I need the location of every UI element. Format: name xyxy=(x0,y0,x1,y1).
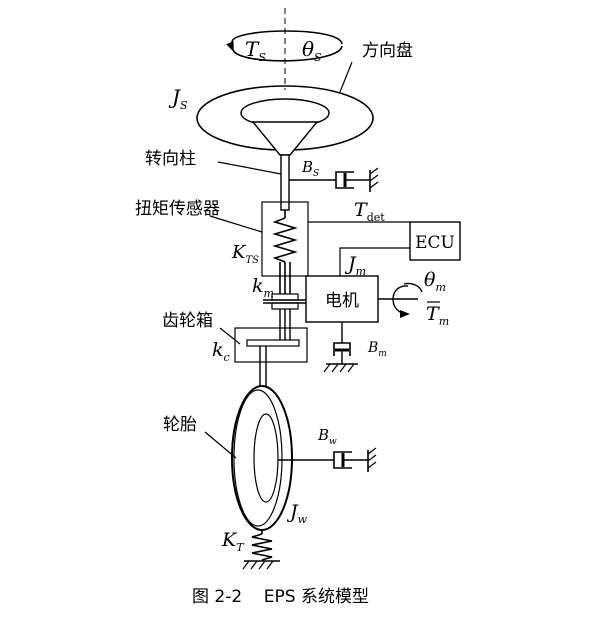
symbol-bw: Bw xyxy=(317,426,337,447)
symbol-ts: TS xyxy=(245,37,266,64)
leader-steering-wheel xyxy=(339,61,353,93)
leader-gearbox xyxy=(219,327,241,345)
steering-torque-arrow xyxy=(226,30,343,62)
symbol-km: km xyxy=(252,275,274,300)
symbol-jm: Jm xyxy=(344,253,366,278)
gearbox-internals xyxy=(246,309,300,392)
symbol-kt: KT xyxy=(221,529,245,554)
symbol-tm: Tm xyxy=(426,303,449,328)
damper-bm xyxy=(323,322,358,373)
symbol-kts: KTS xyxy=(231,242,259,266)
torque-sensor-label: 扭矩传感器 xyxy=(135,199,220,219)
leader-torque-sensor xyxy=(209,215,263,233)
motor-rotation-arrow xyxy=(392,282,423,318)
damper-bs xyxy=(335,167,379,192)
leader-tire xyxy=(204,431,237,459)
symbol-bs: BS xyxy=(301,158,319,179)
symbol-kc: kc xyxy=(212,339,230,364)
symbol-tdet: Tdet xyxy=(354,199,385,224)
steering-wheel-label: 方向盘 xyxy=(362,41,413,61)
leader-steering-column xyxy=(217,161,282,175)
symbol-js: JS xyxy=(168,85,188,112)
steering-column-label: 转向柱 xyxy=(145,149,196,169)
symbol-jw: Jw xyxy=(286,501,308,526)
steering-wheel xyxy=(196,85,374,156)
symbol-bm: Bm xyxy=(367,340,387,359)
symbol-theta-s: θS xyxy=(302,37,322,64)
damper-bw xyxy=(278,447,377,472)
ecu-box xyxy=(409,221,461,261)
tire-label: 轮胎 xyxy=(163,415,197,435)
tire-spring-kt xyxy=(242,530,280,570)
ecu-motor-signal-line xyxy=(339,247,410,276)
figure-caption: 图 2-2 EPS 系统模型 xyxy=(192,587,369,607)
symbol-theta-m: θm xyxy=(424,269,446,294)
motor-label: 电机 xyxy=(325,291,359,311)
gearbox-box xyxy=(234,327,308,363)
tire xyxy=(231,385,293,531)
torque-sensor-spring xyxy=(272,210,298,300)
motor-coupling xyxy=(263,293,306,310)
gearbox-label: 齿轮箱 xyxy=(162,311,213,331)
motor-box xyxy=(305,275,379,323)
ecu-label: ECU xyxy=(415,233,455,253)
